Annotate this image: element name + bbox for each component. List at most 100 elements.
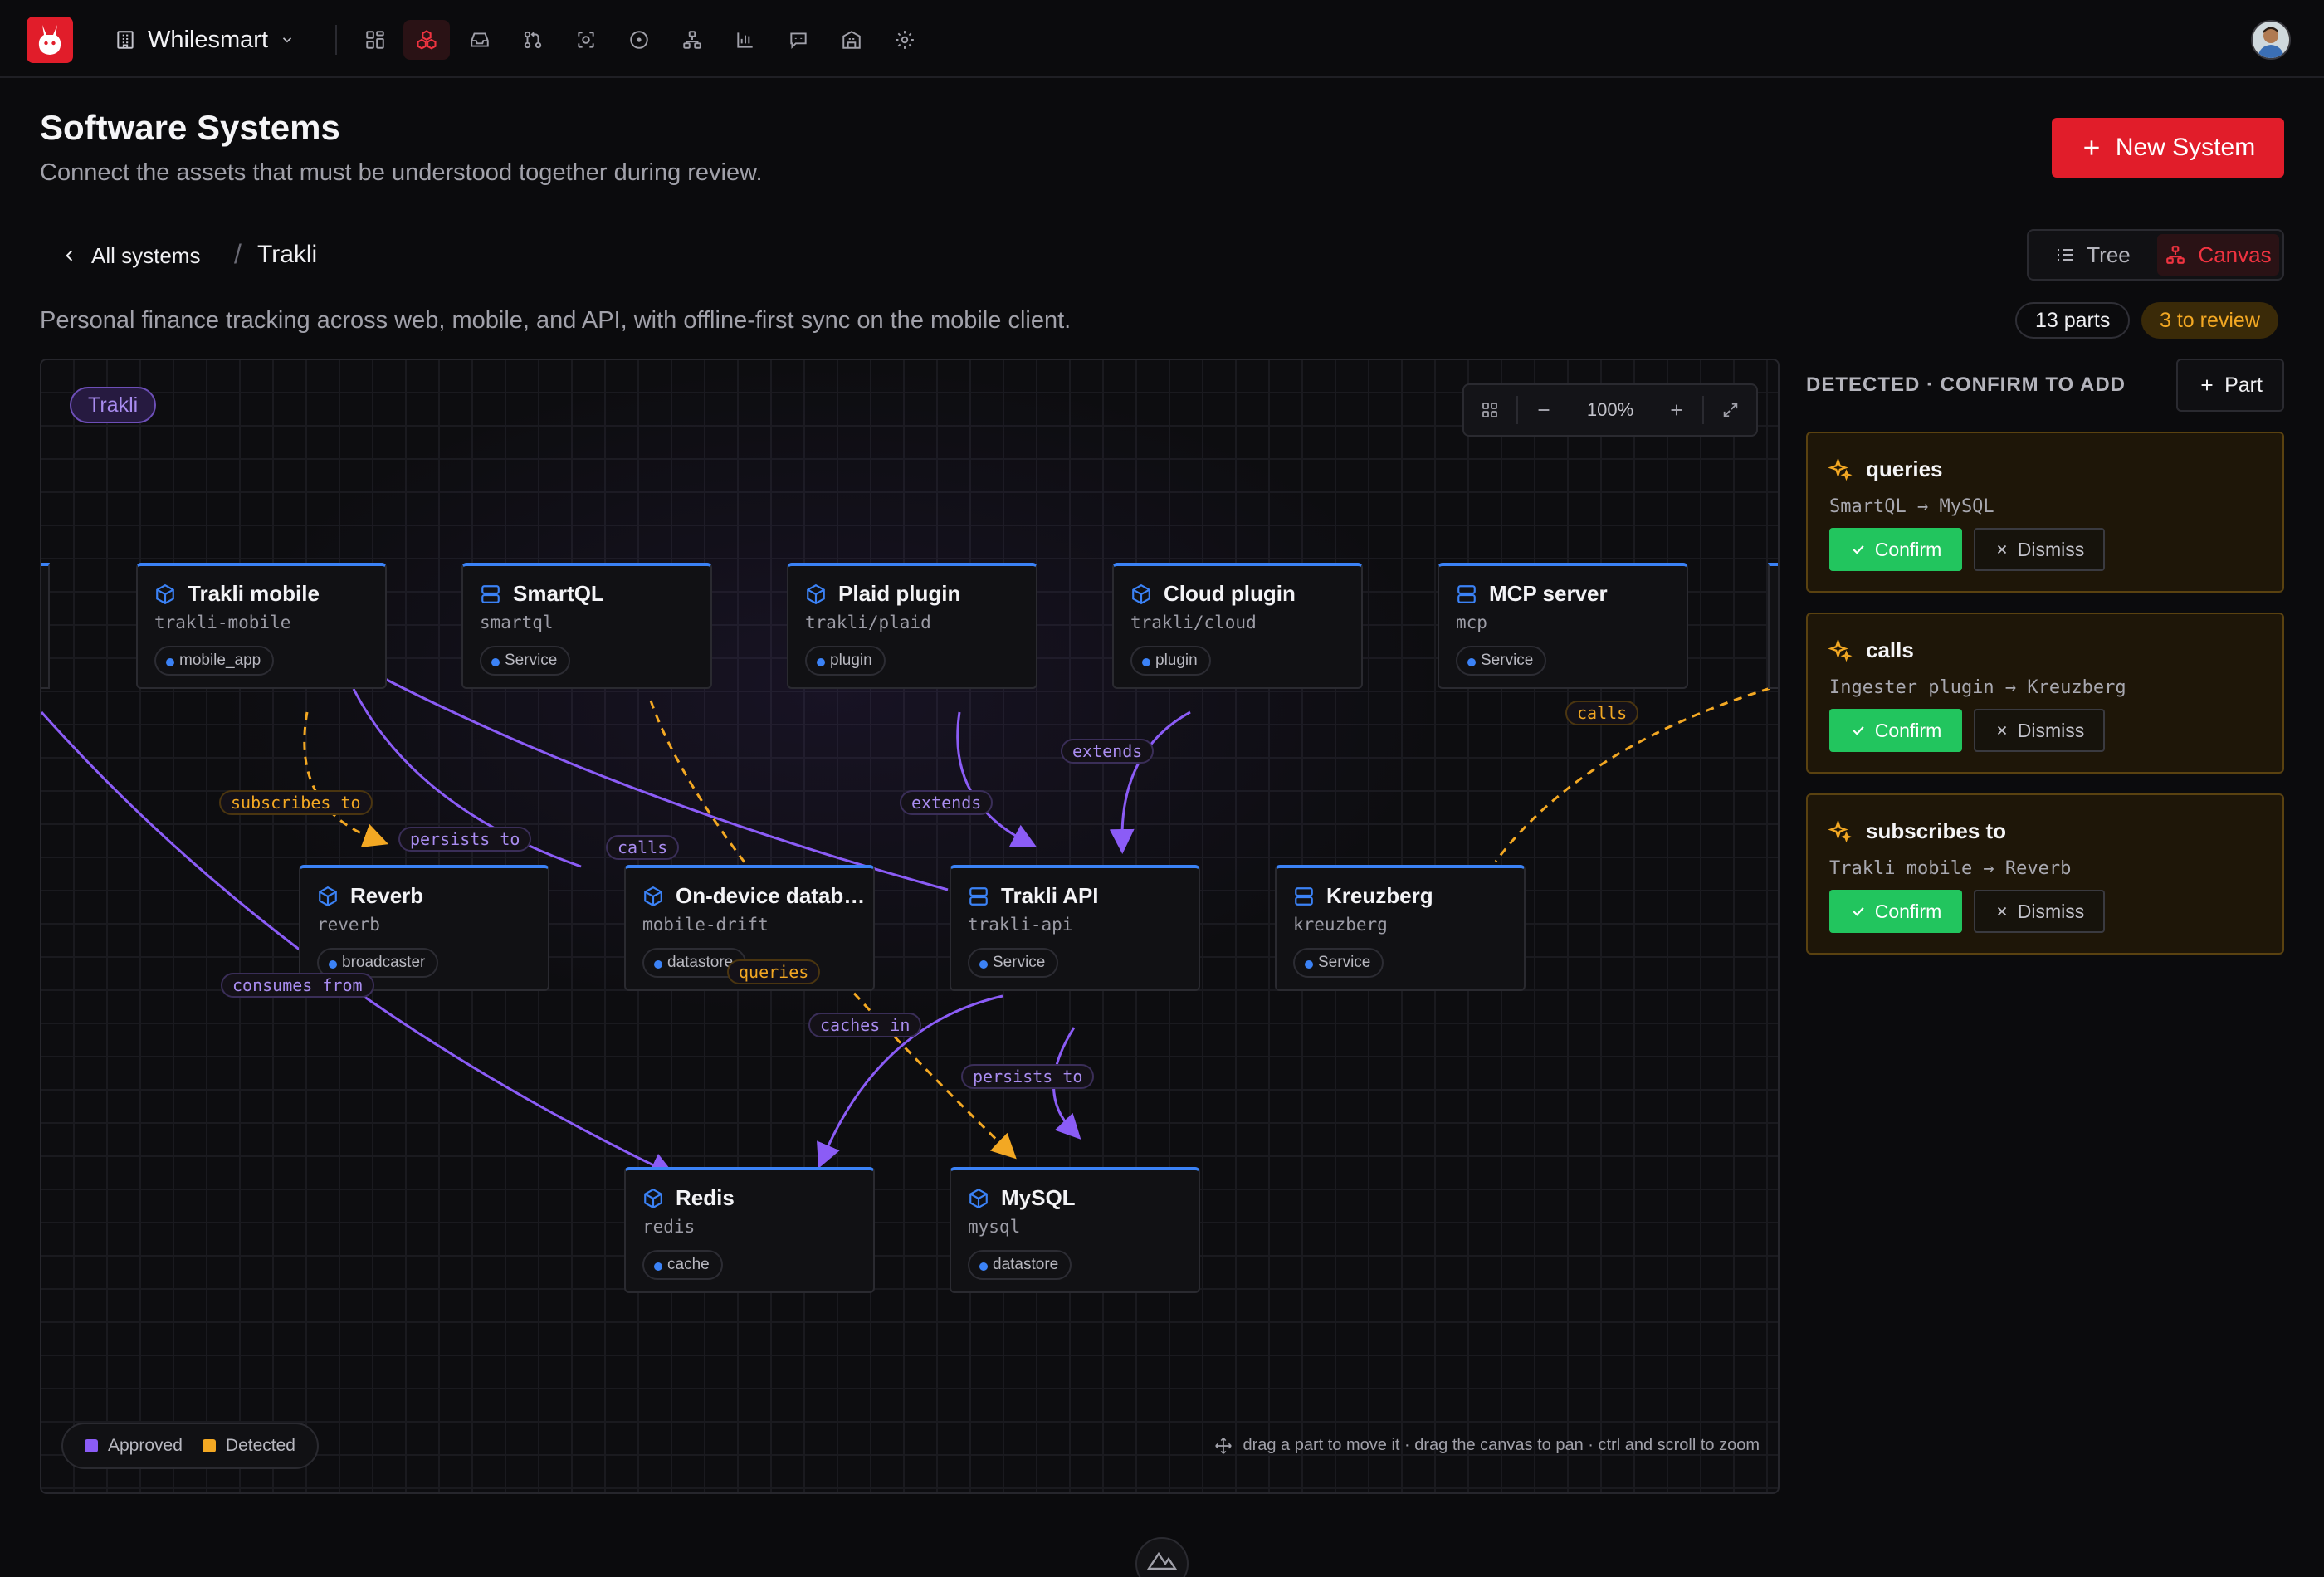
node-mcp-server[interactable]: MCP server mcp Service: [1438, 563, 1688, 689]
plus-icon: [2201, 379, 2213, 391]
nav-chat[interactable]: [775, 20, 822, 60]
nav-analytics[interactable]: [722, 20, 769, 60]
edge-extends-plaid[interactable]: [956, 711, 1038, 847]
node-plaid-plugin[interactable]: Plaid plugin trakli/plaid plugin: [787, 563, 1038, 689]
view-canvas-button[interactable]: Canvas: [2157, 234, 2279, 276]
nav-hierarchy[interactable]: [669, 20, 715, 60]
nav-inbox[interactable]: [456, 20, 503, 60]
edge-label-caches-in[interactable]: caches in: [808, 1013, 922, 1038]
node-kreuzberg[interactable]: Kreuzberg kreuzberg Service: [1275, 865, 1526, 991]
network-icon: [683, 31, 701, 49]
node-mysql[interactable]: MySQL mysql datastore: [950, 1167, 1200, 1293]
edge-calls-api[interactable]: [384, 677, 949, 891]
node-slug: kreuzberg: [1293, 915, 1388, 935]
node-redis[interactable]: Redis redis cache: [624, 1167, 875, 1293]
edge-calls-kreuzberg[interactable]: [1494, 684, 1780, 862]
node-type-badge: Service: [480, 646, 571, 676]
cube-icon: [644, 886, 662, 906]
node-title: SmartQL: [513, 581, 604, 606]
nav-settings[interactable]: [881, 20, 928, 60]
node-slug: smartql: [480, 613, 554, 632]
canvas-legend: Approved Detected: [61, 1423, 319, 1469]
edge-label-consumes-from[interactable]: consumes from: [221, 973, 374, 998]
fit-view-button[interactable]: [1464, 385, 1516, 435]
fullscreen-button[interactable]: [1704, 385, 1756, 435]
dismiss-button[interactable]: Dismiss: [1974, 709, 2105, 752]
zoom-in-button[interactable]: [1651, 385, 1703, 435]
node-slug: redis: [642, 1217, 696, 1237]
cube-icon: [969, 1188, 988, 1208]
confirm-button[interactable]: Confirm: [1829, 528, 1962, 571]
edge-label-subscribes-to[interactable]: subscribes to: [219, 790, 373, 815]
confirm-label: Confirm: [1874, 900, 1942, 922]
edge-label-calls[interactable]: calls: [1565, 701, 1639, 725]
node-trakli-mobile[interactable]: Trakli mobile trakli-mobile mobile_app: [136, 563, 387, 689]
edge-extends-cloud[interactable]: [1109, 710, 1191, 854]
offscreen-node-right[interactable]: [1768, 563, 1778, 689]
edge-label-persists-to[interactable]: persists to: [961, 1064, 1095, 1089]
node-type-badge: Service: [1293, 948, 1384, 978]
node-type-badge: Service: [968, 948, 1059, 978]
new-system-button[interactable]: New System: [2052, 118, 2284, 178]
server-icon: [969, 886, 988, 906]
node-cloud-plugin[interactable]: Cloud plugin trakli/cloud plugin: [1112, 563, 1363, 689]
node-trakli-api[interactable]: Trakli API trakli-api Service: [950, 865, 1200, 991]
edge-label-queries[interactable]: queries: [727, 959, 821, 984]
edge-label-persists-to[interactable]: persists to: [398, 827, 532, 852]
user-avatar[interactable]: [2251, 20, 2291, 60]
confirm-button[interactable]: Confirm: [1829, 709, 1962, 752]
node-type-badge: Service: [1456, 646, 1547, 676]
add-part-label: Part: [2224, 373, 2263, 397]
nav-organization[interactable]: [828, 20, 875, 60]
scan-icon: [578, 32, 594, 48]
cube-icon: [1132, 583, 1150, 604]
zoom-out-button[interactable]: [1518, 385, 1570, 435]
app-logo[interactable]: [27, 17, 73, 63]
system-description: Personal finance tracking across web, mo…: [40, 307, 1072, 334]
list-icon: [2058, 249, 2073, 261]
nav-divider: [335, 25, 337, 55]
nav-scan[interactable]: [563, 20, 609, 60]
back-to-all-systems[interactable]: All systems: [61, 241, 200, 271]
view-tree-button[interactable]: Tree: [2032, 234, 2154, 276]
edge-caches-in[interactable]: [817, 994, 1003, 1169]
move-icon: [1215, 1437, 1233, 1454]
edge-label-extends[interactable]: extends: [900, 790, 994, 815]
dismiss-button[interactable]: Dismiss: [1974, 528, 2105, 571]
view-tree-label: Tree: [2087, 242, 2131, 267]
edge-label-extends[interactable]: extends: [1061, 739, 1155, 764]
expand-icon: [1723, 403, 1737, 417]
sparkles-icon: [1828, 637, 1853, 662]
node-title: MySQL: [1001, 1185, 1076, 1210]
nav-systems[interactable]: [403, 20, 450, 60]
workspace-switcher[interactable]: Whilesmart: [115, 23, 295, 56]
review-count-badge[interactable]: 3 to review: [2141, 302, 2278, 339]
node-smartql[interactable]: SmartQL smartql Service: [461, 563, 712, 689]
dismiss-button[interactable]: Dismiss: [1974, 890, 2105, 933]
boxes-icon: [417, 30, 437, 50]
node-reverb[interactable]: Reverb reverb broadcaster: [299, 865, 549, 991]
nav-status[interactable]: [616, 20, 662, 60]
node-type-badge: datastore: [968, 1250, 1072, 1280]
nav-pull-requests[interactable]: [510, 20, 556, 60]
system-canvas[interactable]: Trakli 100% Trakli mobile trakli-mobile …: [40, 359, 1780, 1494]
edge-persists-to-reverb[interactable]: [352, 688, 582, 868]
nav-dashboard[interactable]: [352, 20, 398, 60]
legend-detected: Detected: [225, 1436, 295, 1455]
devtools-badge[interactable]: [1135, 1537, 1189, 1577]
sparkles-icon: [1828, 456, 1853, 481]
node-slug: reverb: [317, 915, 380, 935]
edge-label-calls[interactable]: calls: [606, 835, 680, 860]
node-slug: mobile-drift: [642, 915, 769, 935]
add-part-button[interactable]: Part: [2176, 359, 2284, 412]
grid-icon: [1482, 403, 1498, 417]
building-icon: [117, 31, 134, 49]
breadcrumb-current: Trakli: [257, 241, 318, 268]
legend-approved: Approved: [108, 1436, 183, 1455]
grid-icon: [366, 31, 384, 49]
edge-subscribes-to[interactable]: [303, 711, 389, 847]
offscreen-node-left[interactable]: [42, 563, 50, 689]
node-type-badge: datastore: [642, 948, 747, 978]
confirm-button[interactable]: Confirm: [1829, 890, 1962, 933]
detection-path: SmartQL → MySQL: [1829, 496, 1994, 517]
